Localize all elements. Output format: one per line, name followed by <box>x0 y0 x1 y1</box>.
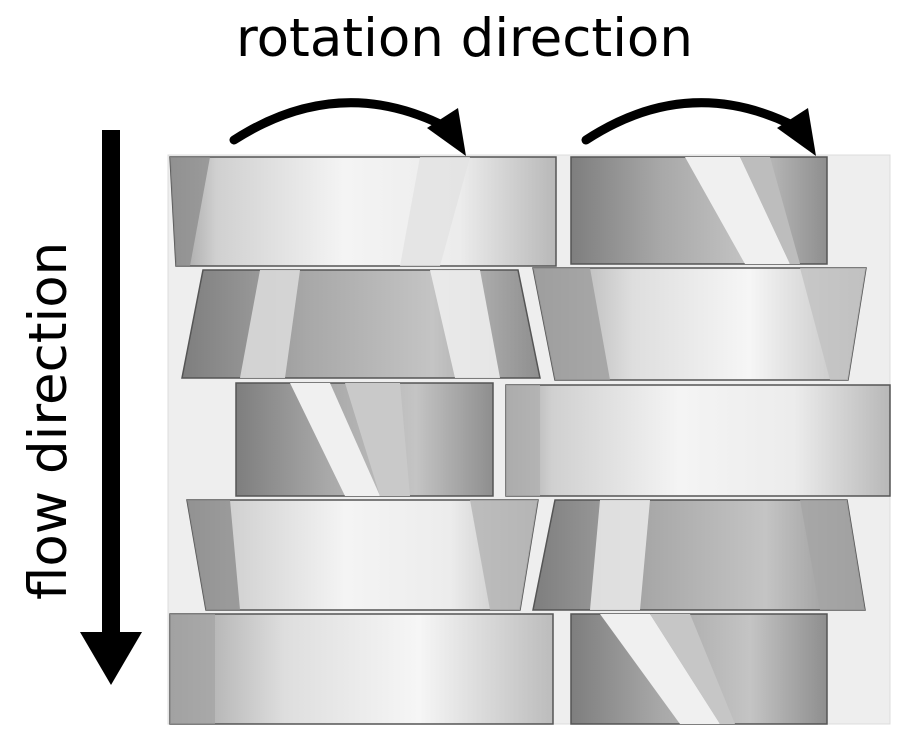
right-element-1 <box>570 156 828 265</box>
left-element-3 <box>235 382 494 497</box>
rotation-direction-label: rotation direction <box>236 8 693 69</box>
left-element-2 <box>181 269 541 379</box>
flow-arrow <box>80 130 142 685</box>
right-element-3 <box>505 384 891 497</box>
right-element-5 <box>570 613 828 725</box>
right-element-2 <box>532 267 867 381</box>
right-element-4 <box>532 499 866 611</box>
rotation-arrow-left <box>229 98 466 156</box>
left-element-4 <box>186 499 539 611</box>
rotation-arrow-right <box>581 98 816 156</box>
left-element-1 <box>169 156 557 267</box>
left-element-5 <box>169 613 554 725</box>
